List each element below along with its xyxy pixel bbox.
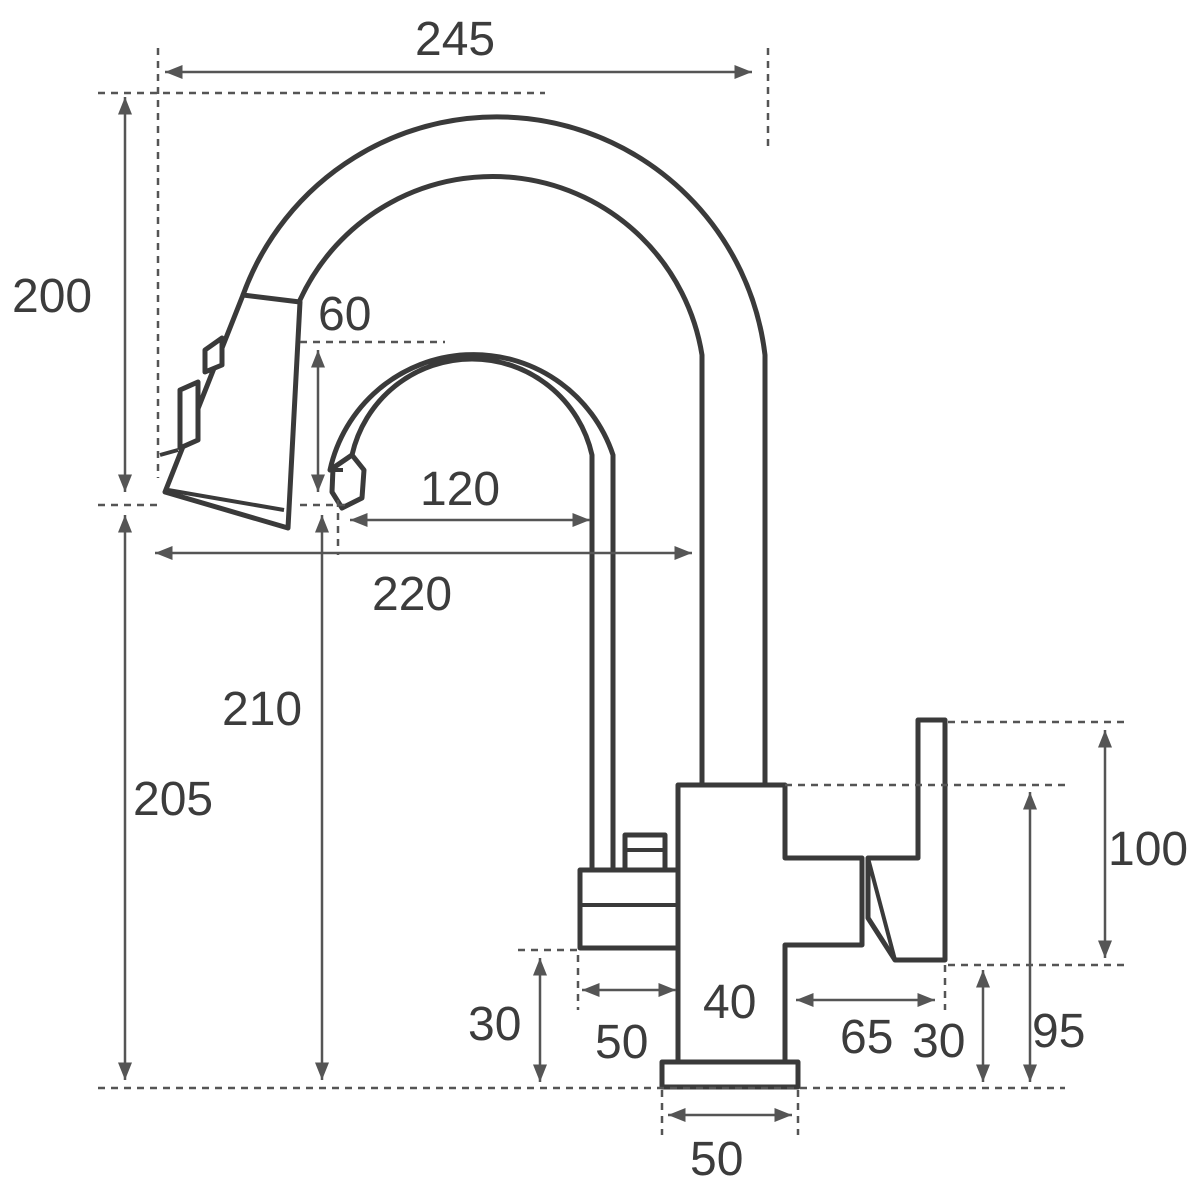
label-60: 60 bbox=[318, 288, 371, 341]
label-40: 40 bbox=[703, 976, 756, 1029]
label-50-base: 50 bbox=[690, 1133, 743, 1186]
extension-lines bbox=[98, 48, 1130, 1135]
side-valve bbox=[577, 832, 681, 951]
sprayer-head bbox=[159, 292, 303, 531]
faucet-outline bbox=[159, 114, 948, 1090]
label-245: 245 bbox=[415, 13, 495, 66]
small-spout bbox=[327, 352, 616, 873]
label-220: 220 bbox=[372, 568, 452, 621]
label-120: 120 bbox=[420, 463, 500, 516]
label-30-left: 30 bbox=[468, 998, 521, 1051]
dimension-arrows bbox=[118, 65, 1112, 1122]
label-65: 65 bbox=[840, 1011, 893, 1064]
label-50-valve: 50 bbox=[595, 1016, 648, 1069]
label-200: 200 bbox=[12, 270, 92, 323]
label-205: 205 bbox=[133, 773, 213, 826]
main-spout bbox=[240, 114, 768, 788]
faucet-body bbox=[659, 782, 865, 1090]
label-210: 210 bbox=[222, 683, 302, 736]
label-95: 95 bbox=[1032, 1005, 1085, 1058]
label-100: 100 bbox=[1108, 823, 1188, 876]
label-30-right: 30 bbox=[912, 1015, 965, 1068]
lever-handle bbox=[865, 717, 948, 963]
dimension-labels: 245 200 60 120 220 210 205 100 95 30 30 … bbox=[12, 13, 1188, 1186]
